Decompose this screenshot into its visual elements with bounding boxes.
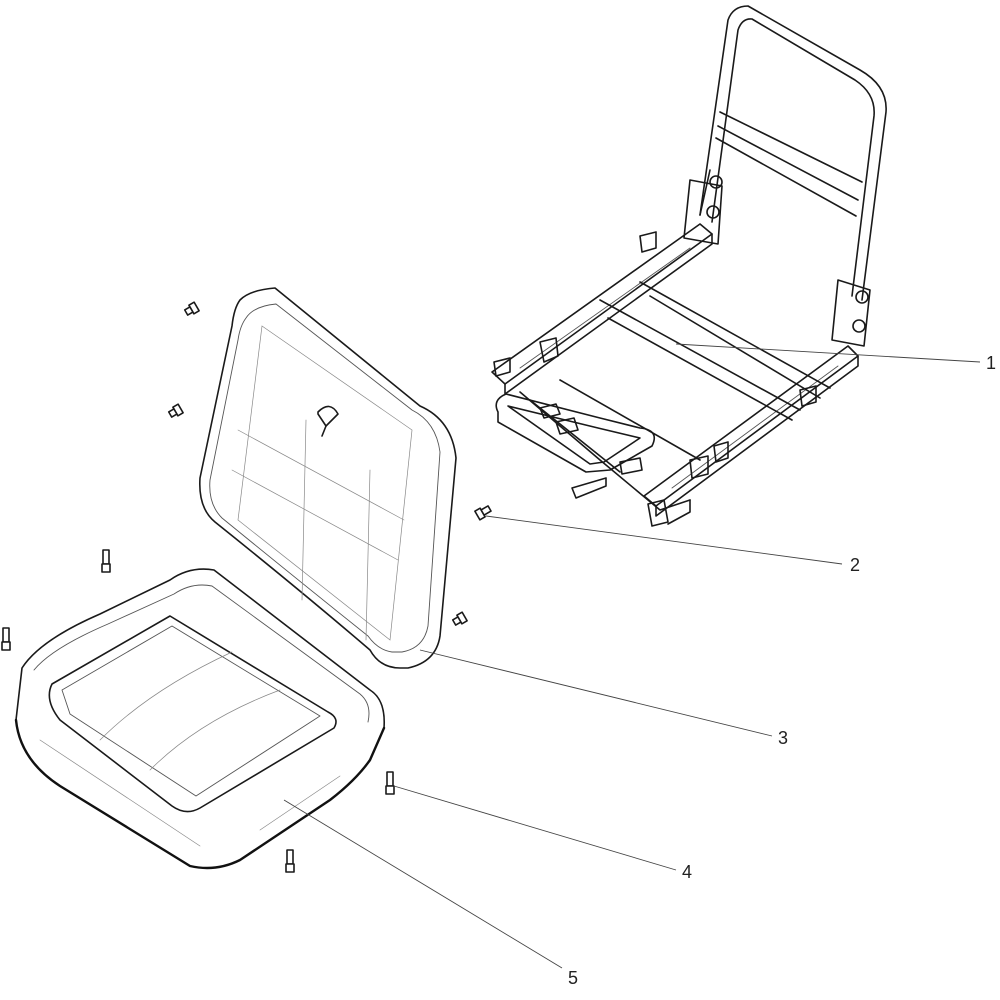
callout-label-4: 4 [682, 862, 692, 882]
leader-line-2 [485, 515, 843, 565]
seat-cushion-part [14, 568, 386, 870]
callout-label-3: 3 [778, 728, 788, 748]
leader-line-1 [675, 343, 981, 363]
seat-frame-part [491, 5, 887, 527]
callout-label-5: 5 [568, 968, 578, 988]
bolt-icon [1, 627, 11, 651]
bolt-icon [451, 611, 468, 626]
leader-line-3 [419, 649, 773, 737]
callout-label-1: 1 [986, 353, 996, 373]
bolt-icon-group [1, 301, 492, 873]
bolt-icon [385, 771, 395, 795]
callout-label-2: 2 [850, 555, 860, 575]
leader-line-4 [393, 785, 677, 871]
bolt-icon [474, 505, 492, 521]
bolt-icon [183, 301, 200, 316]
bolt-icon [101, 549, 111, 573]
backrest-cushion-part [198, 287, 457, 669]
leader-line-5 [283, 799, 563, 969]
bolt-icon [285, 849, 295, 873]
bolt-icon [167, 403, 184, 418]
